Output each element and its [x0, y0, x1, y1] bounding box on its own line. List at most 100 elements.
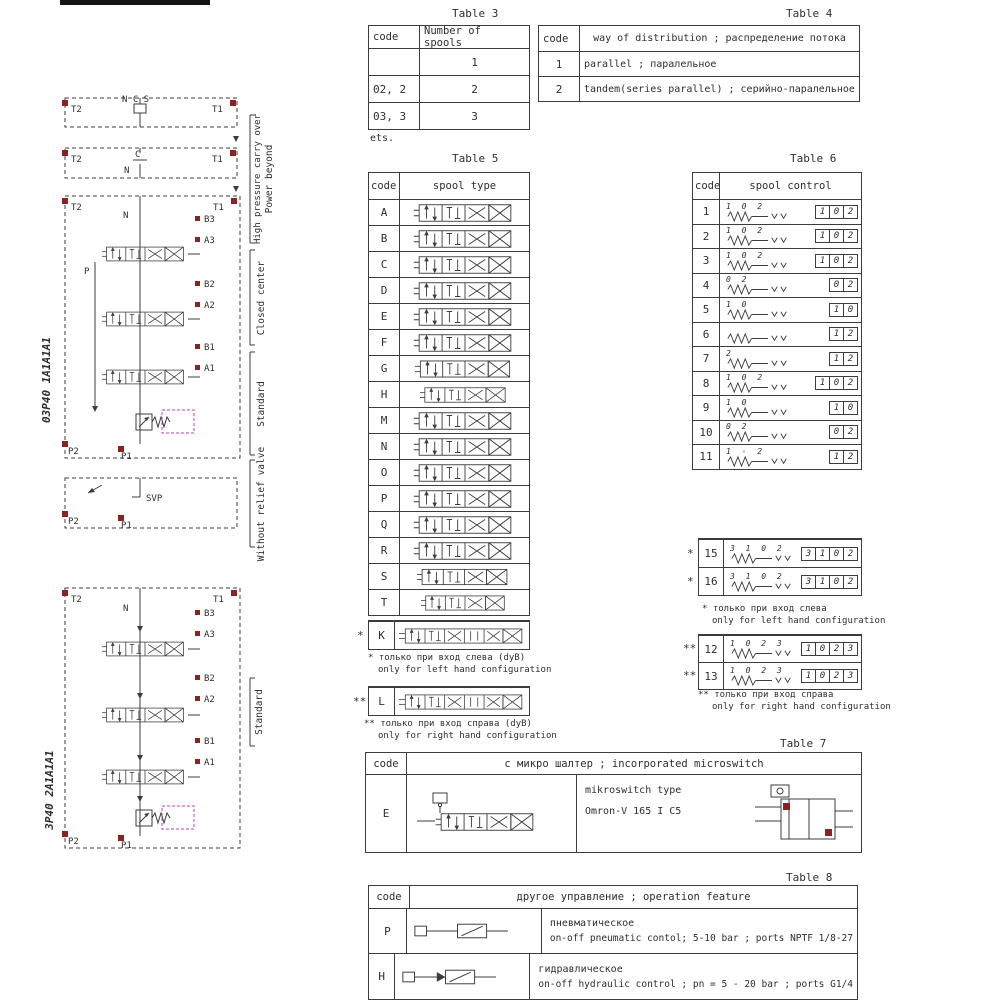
position-box: 1 — [801, 669, 816, 683]
table5-row-k: * K — [357, 620, 530, 650]
value-cell: 2 — [419, 76, 529, 102]
port-label-p2: P2 — [68, 447, 79, 457]
spool-symbol — [399, 486, 529, 511]
port-label-b1: B1 — [204, 343, 215, 353]
column-header: code — [543, 32, 569, 45]
table5: code spool type A B C D E F G H M N O P … — [368, 172, 530, 616]
column-header: code — [371, 180, 397, 192]
port-label-t1: T1 — [213, 595, 224, 605]
table-row: N — [369, 433, 529, 459]
spool-symbol-wide — [394, 688, 529, 715]
desc-cell: tandem(series parallel) ; серийно-парале… — [579, 77, 859, 101]
position-numbers: 1 0 2 3 — [730, 666, 785, 675]
table-row: P — [369, 485, 529, 511]
table-header-row: code другое управление ; operation featu… — [369, 886, 857, 908]
position-box: 2 — [843, 253, 858, 268]
spool-symbol — [399, 434, 529, 459]
position-box: 0 — [829, 204, 844, 219]
position-numbers: 0 2 — [726, 422, 750, 432]
position-box: 2 — [843, 351, 858, 366]
table-header-row: code spool control — [693, 173, 861, 199]
position-box: 1 — [829, 351, 844, 366]
port-label-n: N — [123, 604, 128, 614]
position-box: 1 — [829, 302, 844, 317]
position-box: 2 — [843, 546, 858, 561]
table6-note-right-en: only for right hand configuration — [712, 702, 891, 712]
position-box: 2 — [843, 574, 858, 589]
port-label-t1: T1 — [213, 203, 224, 213]
position-box: 1 — [815, 204, 830, 219]
annotation-standard: Standard — [256, 381, 267, 427]
position-numbers: 1 0 — [726, 299, 750, 309]
feature-name: гидравлическое — [538, 963, 623, 975]
position-numbers: 3 1 0 2 — [730, 571, 785, 581]
table3: code Number of spools 1 02, 2 2 03, 3 3 — [368, 25, 530, 130]
position-box: 1 — [815, 229, 830, 244]
diagram-top: T2 T1 N C S T2 T1 C N — [40, 95, 275, 561]
annotation-high-pressure: High pressure carry over — [253, 113, 263, 244]
control-code: 10 — [699, 425, 713, 439]
footnote-star: * — [687, 547, 694, 560]
position-box: 0 — [829, 546, 844, 561]
table7: code с микро шалтер ; incorporated micro… — [365, 752, 862, 853]
table-row: C — [369, 251, 529, 277]
cropped-header-artifact — [60, 0, 210, 5]
section-main: T2 T1 N P B3 A3 B2 A2 B1 A1 P2 P1 — [62, 195, 241, 462]
control-code: 2 — [702, 229, 710, 243]
position-box: 1 — [829, 449, 844, 464]
spool-control-symbol: 1 0 2 — [726, 251, 790, 271]
spool-code: S — [380, 570, 388, 583]
position-box: 2 — [843, 229, 858, 244]
position-box: 1 — [801, 642, 816, 656]
column-header: другое управление ; operation feature — [409, 886, 857, 908]
table-row: F — [369, 329, 529, 355]
spool-symbol — [399, 252, 529, 277]
control-code: 12 — [704, 642, 718, 656]
spool-code: O — [380, 466, 388, 479]
table-row: L — [369, 687, 529, 715]
table-row: 02, 2 2 — [369, 75, 529, 102]
port-label-p2: P2 — [68, 517, 79, 527]
port-label-t2: T2 — [71, 595, 82, 605]
footnote-star: * — [357, 629, 364, 642]
code-cell: H — [378, 970, 386, 983]
spool-control-symbol: 2 — [726, 349, 790, 369]
control-code: 5 — [702, 303, 710, 317]
table5-note-k-ru: * только при вход слева (dyB) — [368, 653, 526, 663]
spool-code: K — [378, 629, 385, 642]
table-header-row: code Number of spools — [369, 25, 529, 49]
spool-code: M — [380, 414, 388, 427]
spool-control-symbol: 1 0 2 — [726, 226, 790, 246]
spool-code: C — [380, 258, 388, 271]
position-box: 0 — [829, 574, 844, 589]
spool-control-symbol: 1 0 2 — [726, 202, 790, 222]
position-box: 2 — [843, 278, 858, 293]
table-row: R — [369, 537, 529, 563]
spool-symbol — [399, 200, 529, 225]
port-label-a1: A1 — [204, 758, 215, 768]
port-label-p1: P1 — [121, 521, 132, 531]
spool-code: N — [380, 440, 388, 453]
table3-title: Table 3 — [452, 7, 499, 20]
table-row: E — [369, 303, 529, 329]
position-numbers: 1 0 2 3 — [730, 639, 785, 648]
spool-symbol-wide — [394, 622, 529, 649]
table-row: S — [369, 563, 529, 589]
port-label-p2: P2 — [68, 837, 79, 847]
